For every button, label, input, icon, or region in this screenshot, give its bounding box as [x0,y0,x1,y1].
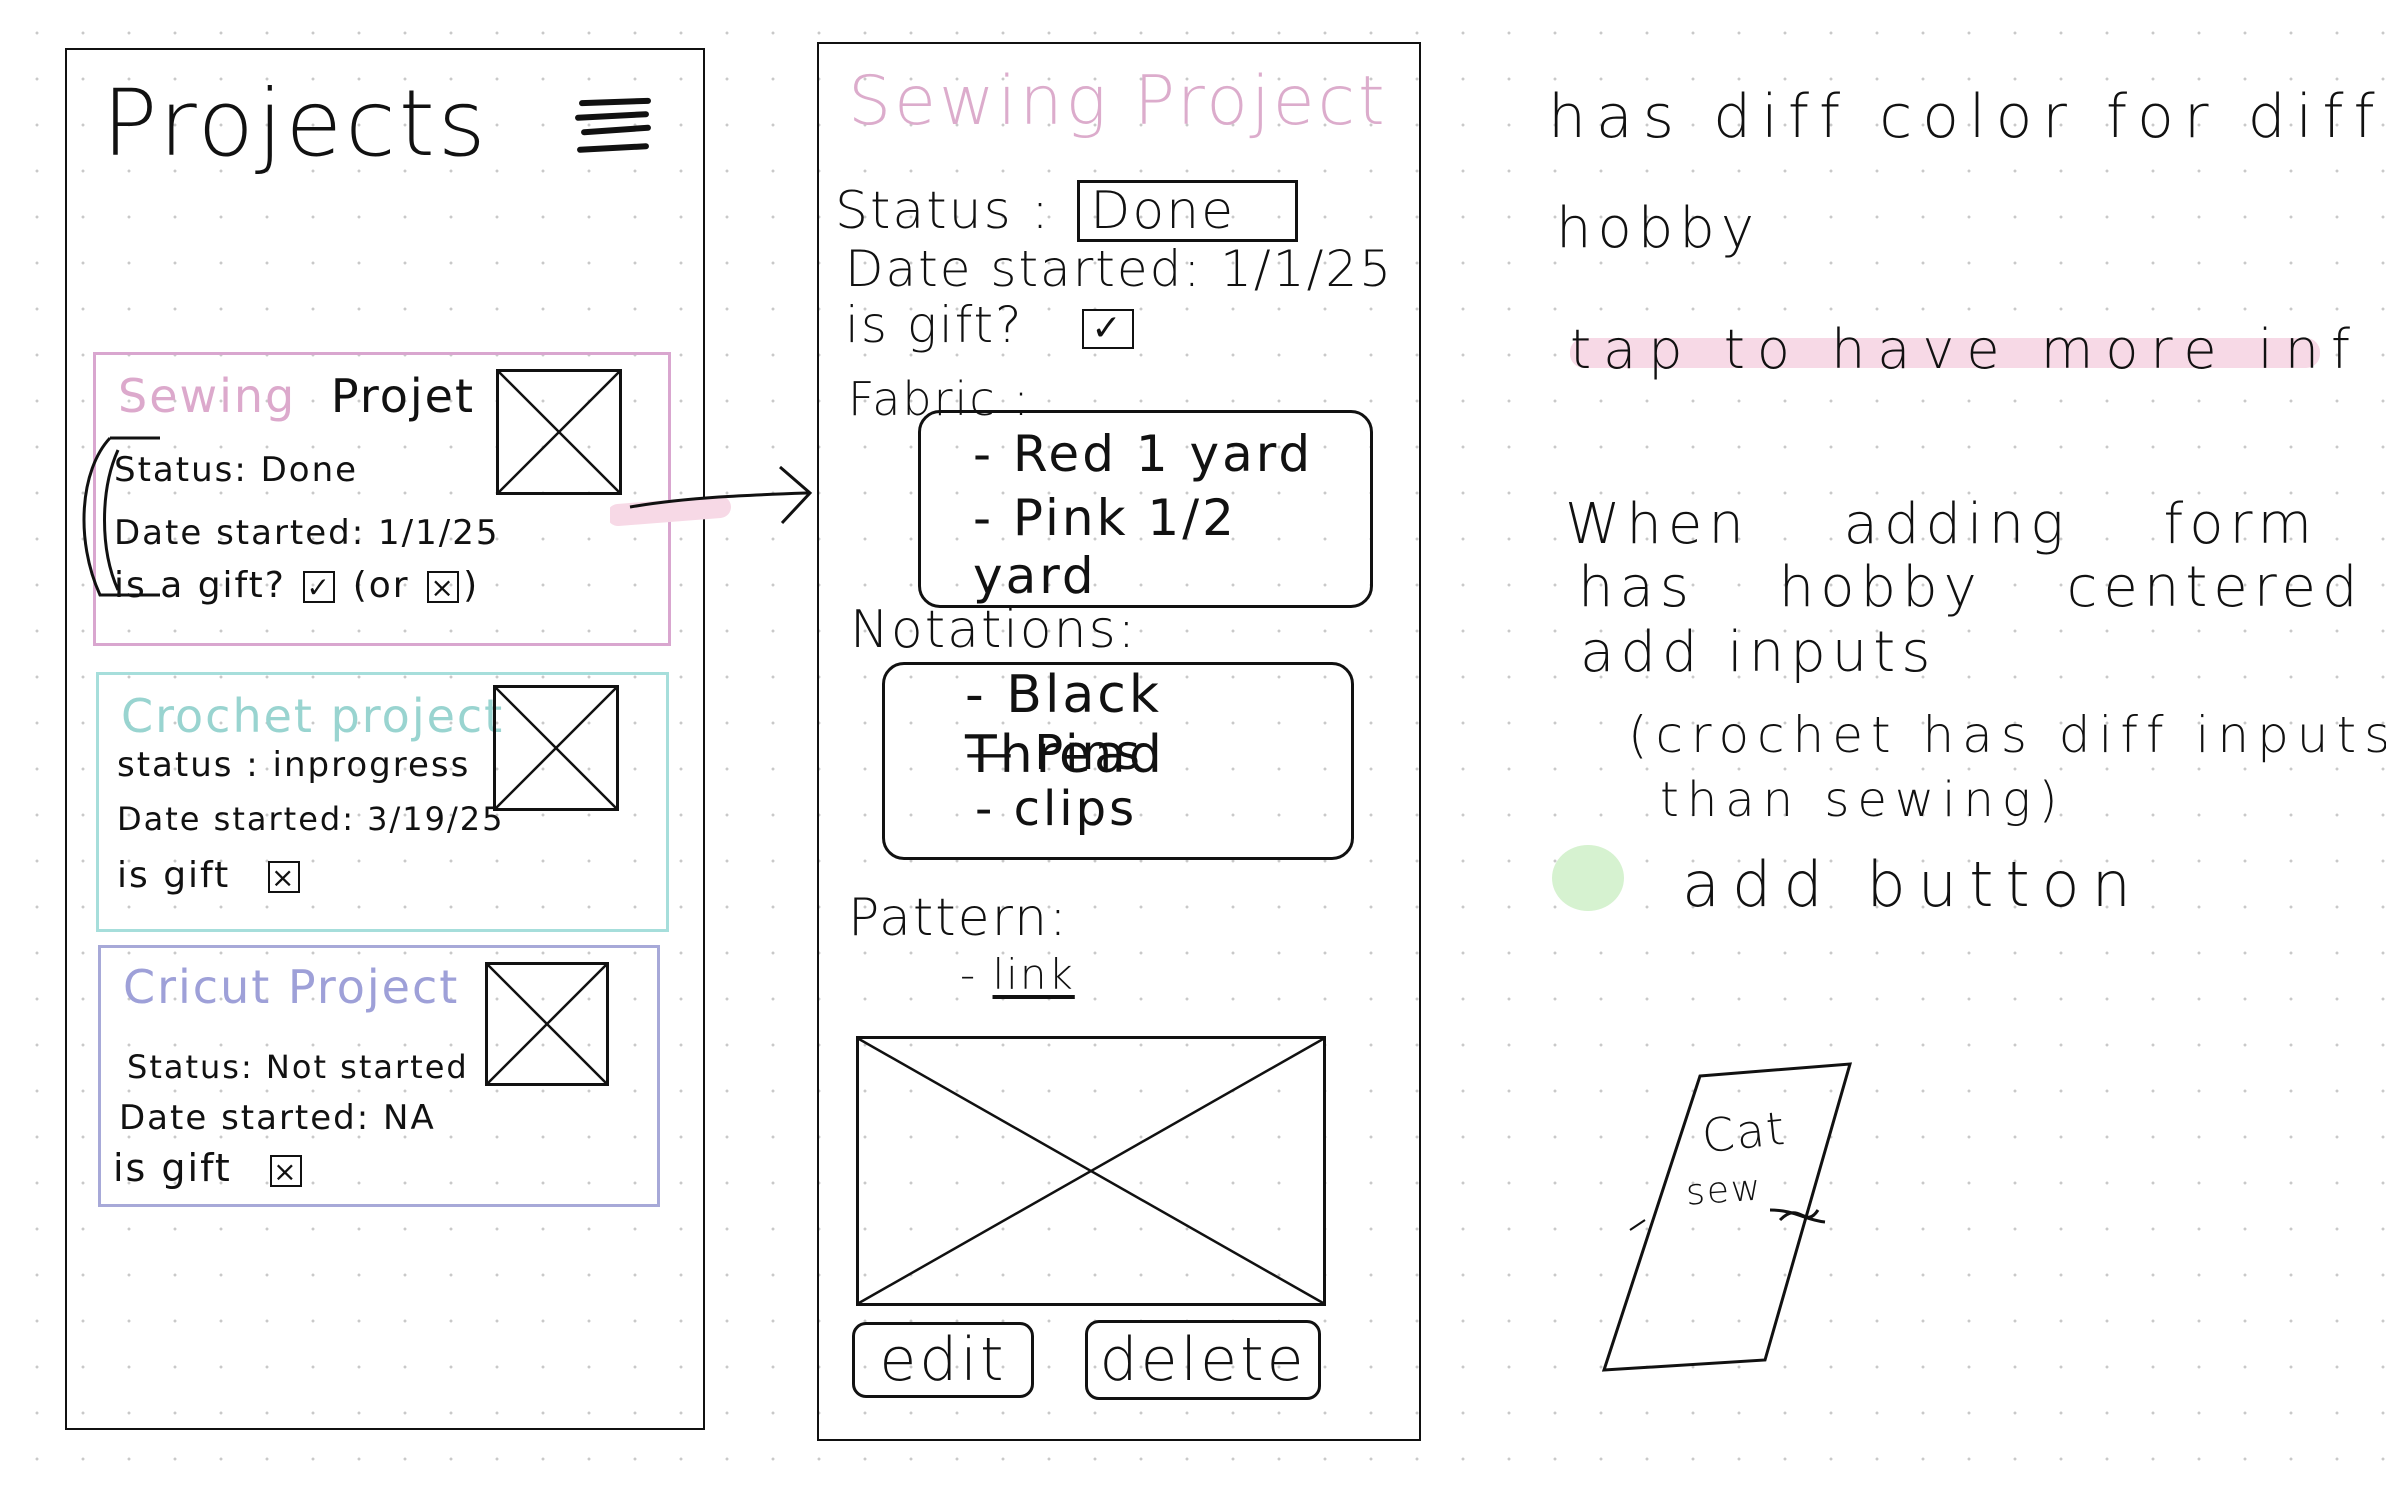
notations-label: Notations: [850,600,1138,660]
fabric-item: - Pink 1/2 yard [973,489,1237,605]
card-title: Cricut Project [123,960,460,1014]
pattern-label: Pattern: [848,888,1069,948]
add-button-icon [1552,845,1624,911]
card-gift-label: is gift [113,1146,232,1190]
small-sketch [1601,1062,1853,1372]
note-line: add inputs [1580,620,1937,685]
card-gift-alt: (or [352,565,410,606]
notation-item: - clips [975,781,1138,837]
detail-status: Status : Done [835,180,1299,242]
card-status: Status: Not started [127,1048,469,1086]
note-word: adding [1843,492,2070,557]
detail-gift: is gift? ✓ [845,296,1138,354]
delete-button[interactable]: delete [1085,1320,1321,1400]
card-title-hobby: Sewing [118,369,297,423]
arrow-right-icon [610,465,813,526]
image-placeholder-icon [493,685,619,811]
page-title: Projects [102,70,489,177]
detail-status-label: Status : [835,181,1051,241]
card-gift: is gift × [117,855,304,896]
status-dropdown[interactable]: Done [1077,180,1299,242]
note-line: than sewing) [1660,772,2066,828]
note-line: tap to have more inf [1570,318,2363,381]
notation-item: — Pins [965,725,1143,781]
card-gift-label: is a gift? [114,565,286,606]
card-gift: is gift × [113,1146,306,1190]
project-card-cricut[interactable]: Cricut Project Status: Not started Date … [98,945,660,1207]
sketch-text: sew [1684,1167,1764,1214]
detail-date: Date started: 1/1/25 [845,240,1394,298]
note-line: hobby [1556,196,1760,261]
notations-list[interactable]: - Black Thread — Pins - clips [882,662,1354,860]
note-word: When [1565,492,1750,557]
image-placeholder-icon [485,962,609,1086]
hamburger-menu-icon[interactable] [574,95,655,165]
card-status: status : inprogress [117,745,471,785]
fabric-list[interactable]: - Red 1 yard - Pink 1/2 yard [918,410,1373,608]
card-gift-close: ) [463,565,480,606]
selection-bracket [82,436,160,597]
card-status: Status: Done [114,450,359,490]
sketch-text: Cat [1699,1100,1789,1164]
image-placeholder-icon [856,1036,1326,1306]
status-value: Done [1090,181,1236,241]
image-placeholder-icon [496,369,622,495]
checkbox-icon[interactable]: × [269,1154,302,1187]
detail-gift-label: is gift? [845,296,1024,354]
pattern-link[interactable]: - link [960,950,1075,999]
checkbox-icon[interactable]: × [267,861,300,893]
pattern-link-text: link [992,950,1075,999]
card-date: Date started: 3/19/25 [117,800,505,838]
card-title-word: Projet [330,369,475,423]
card-gift-label: is gift [117,855,231,896]
checkbox-icon[interactable]: ✓ [303,571,336,603]
note-line: has hobby centered [1578,555,2364,620]
projects-list-screen [65,48,705,1430]
note-highlight [1570,338,2320,368]
edit-button[interactable]: edit [852,1322,1034,1398]
note-word: centered [2066,555,2364,620]
note-line: add button [1682,848,2143,921]
card-gift: is a gift? ✓ (or ×) [114,565,479,606]
project-card-sewing[interactable]: Sewing Projet Status: Done Date started:… [93,352,671,646]
card-title: Sewing Projet [118,369,475,423]
detail-title: Sewing Project [848,62,1388,141]
checkbox-icon[interactable]: × [427,571,460,603]
note-line: When adding form [1565,492,2318,557]
note-word: has [1578,555,1695,620]
card-title: Crochet project [121,689,505,743]
card-date: Date started: 1/1/25 [114,513,500,553]
note-word: hobby [1778,555,1983,620]
card-date: Date started: NA [119,1098,436,1138]
note-line: has diff color for diff [1548,82,2385,152]
note-word: form [2163,492,2319,557]
project-detail-screen [817,42,1421,1441]
fabric-item: - Red 1 yard [973,425,1314,483]
project-card-crochet[interactable]: Crochet project status : inprogress Date… [96,672,669,932]
checkbox-icon[interactable]: ✓ [1081,308,1134,349]
notation-item: - Black Thread [965,665,1165,785]
note-line: (crochet has diff inputs [1628,706,2386,764]
